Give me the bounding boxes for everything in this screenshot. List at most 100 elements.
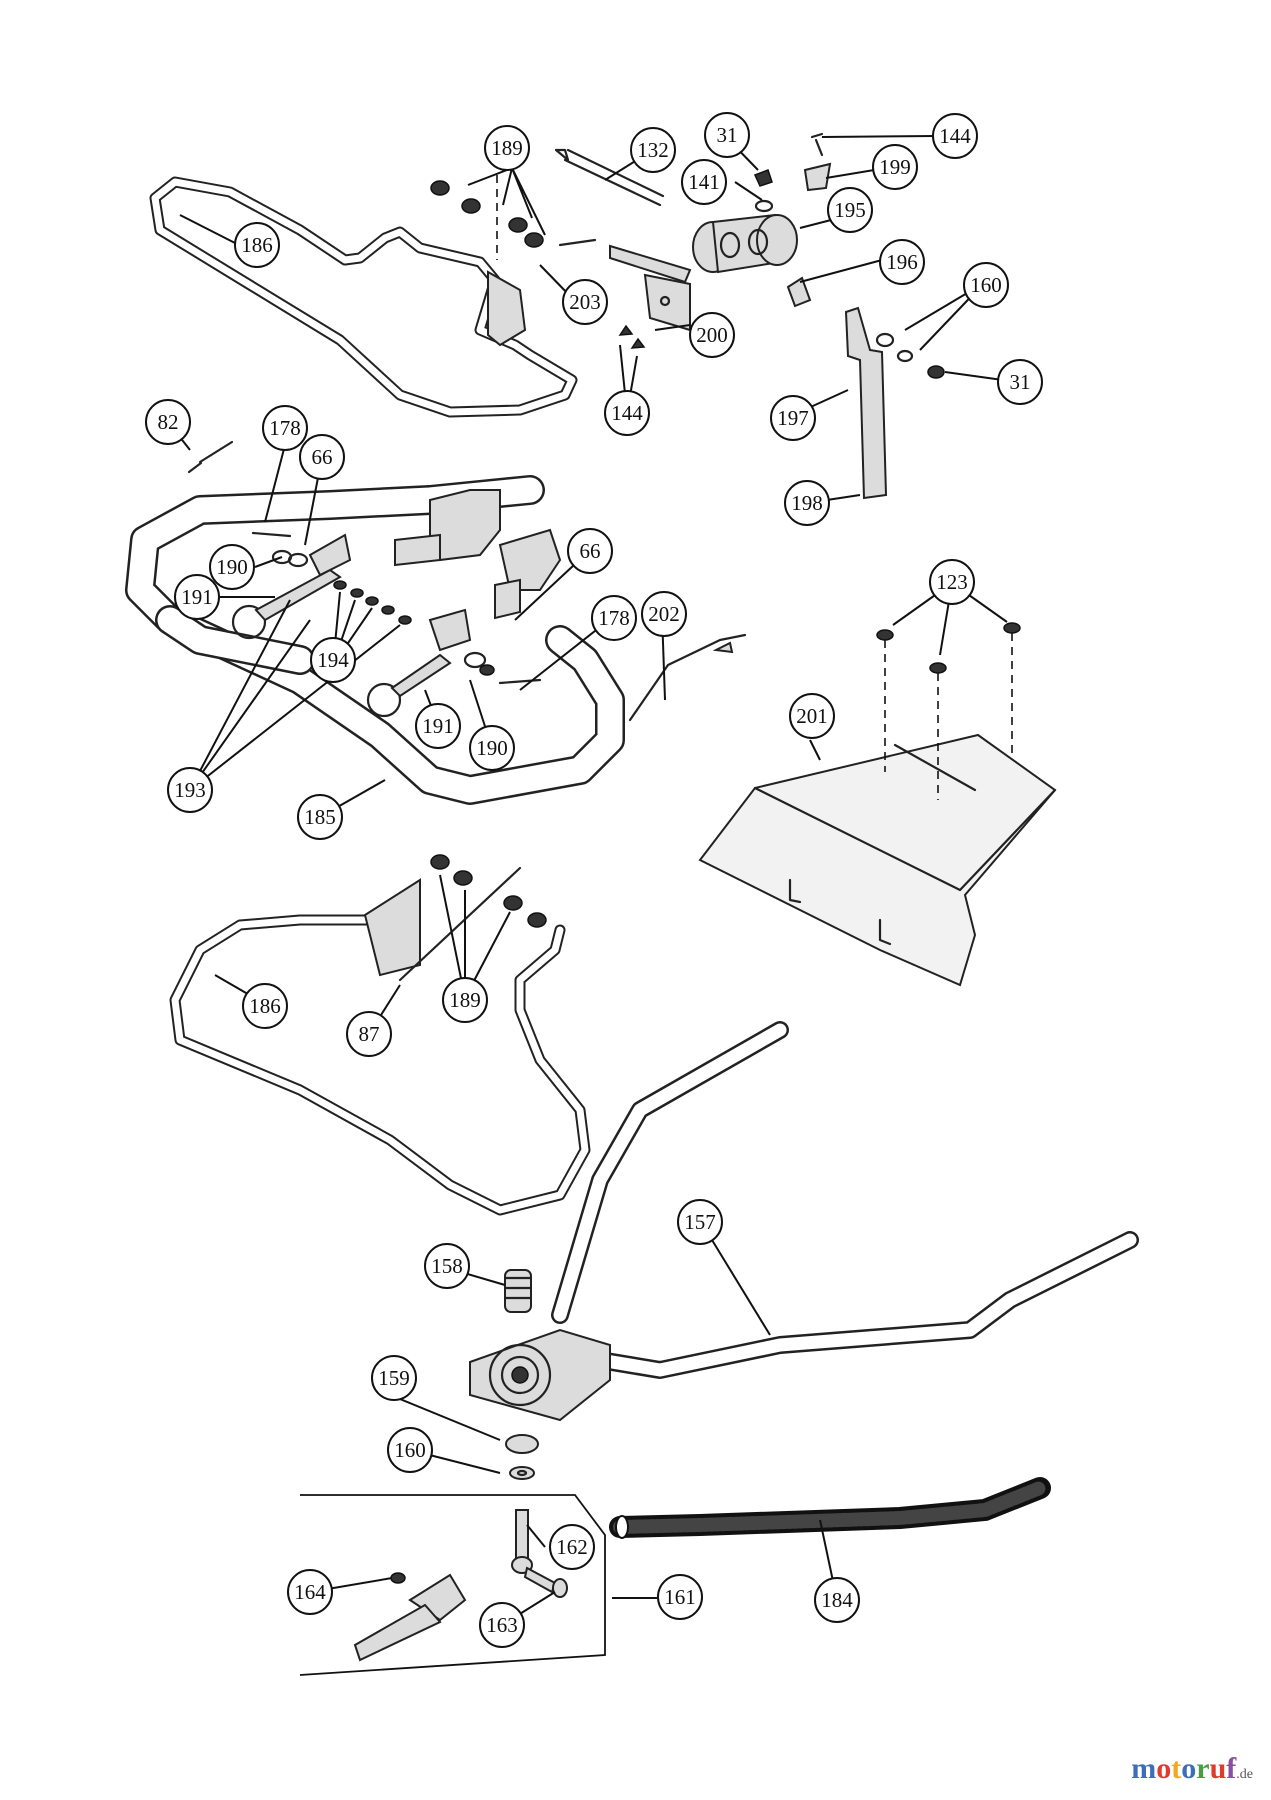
svg-text:191: 191 <box>422 714 454 738</box>
callout-186-bottom: 186 <box>242 983 288 1029</box>
svg-text:201: 201 <box>796 704 828 728</box>
svg-text:190: 190 <box>216 555 248 579</box>
svg-text:164: 164 <box>294 1580 326 1604</box>
callout-200: 200 <box>689 312 735 358</box>
svg-text:199: 199 <box>879 155 911 179</box>
belt-cover <box>698 733 1057 987</box>
callout-191-left: 191 <box>174 574 220 620</box>
svg-text:196: 196 <box>886 250 918 274</box>
callout-185: 185 <box>297 794 343 840</box>
svg-text:194: 194 <box>317 648 349 672</box>
callout-157: 157 <box>677 1199 723 1245</box>
svg-text:203: 203 <box>569 290 601 314</box>
callout-197: 197 <box>770 395 816 441</box>
callout-201: 201 <box>789 693 835 739</box>
svg-text:163: 163 <box>486 1613 518 1637</box>
svg-text:132: 132 <box>637 138 669 162</box>
callout-144-mid: 144 <box>604 390 650 436</box>
callout-132: 132 <box>630 127 676 173</box>
svg-text:160: 160 <box>970 273 1002 297</box>
callout-196: 196 <box>879 239 925 285</box>
callout-66-right: 66 <box>567 528 613 574</box>
watermark-suffix: .de <box>1236 1767 1253 1782</box>
watermark-letter: t <box>1171 1752 1182 1785</box>
callout-199: 199 <box>872 144 918 190</box>
svg-text:66: 66 <box>580 539 601 563</box>
callout-184: 184 <box>814 1577 860 1623</box>
main-handle-frame <box>125 475 625 805</box>
callout-195: 195 <box>827 187 873 233</box>
callout-163: 163 <box>479 1602 525 1648</box>
svg-text:82: 82 <box>158 410 179 434</box>
shift-lever <box>844 306 888 500</box>
svg-text:186: 186 <box>249 994 281 1018</box>
callout-202: 202 <box>641 591 687 637</box>
svg-text:31: 31 <box>1010 370 1031 394</box>
spring <box>503 1269 533 1313</box>
svg-text:161: 161 <box>664 1585 696 1609</box>
cover-screws <box>876 622 1021 800</box>
leader-lines <box>167 135 1011 1626</box>
svg-text:162: 162 <box>556 1535 588 1559</box>
svg-text:186: 186 <box>241 233 273 257</box>
callout-178-right: 178 <box>591 595 637 641</box>
svg-text:144: 144 <box>939 124 971 148</box>
svg-text:178: 178 <box>598 606 630 630</box>
callout-159: 159 <box>371 1355 417 1401</box>
callout-190-left: 190 <box>209 544 255 590</box>
svg-text:189: 189 <box>491 136 523 160</box>
callout-203: 203 <box>562 279 608 325</box>
svg-text:190: 190 <box>476 736 508 760</box>
svg-text:123: 123 <box>936 570 968 594</box>
svg-text:202: 202 <box>648 602 680 626</box>
svg-text:178: 178 <box>269 416 301 440</box>
watermark-text: motoruf <box>1131 1752 1236 1785</box>
svg-text:191: 191 <box>181 585 213 609</box>
watermark-letter: o <box>1156 1752 1172 1785</box>
svg-text:31: 31 <box>717 123 738 147</box>
callout-82: 82 <box>145 399 191 445</box>
watermark-letter: o <box>1181 1752 1197 1785</box>
handlebar-tube <box>469 1021 1139 1422</box>
svg-text:189: 189 <box>449 988 481 1012</box>
svg-text:195: 195 <box>834 198 866 222</box>
svg-text:200: 200 <box>696 323 728 347</box>
site-watermark: motoruf.de <box>1131 1752 1253 1786</box>
svg-text:185: 185 <box>304 805 336 829</box>
callout-66-left: 66 <box>299 434 345 480</box>
svg-text:159: 159 <box>378 1366 410 1390</box>
gear-housing <box>692 213 798 274</box>
callout-189-bottom: 189 <box>442 977 488 1023</box>
callout-31-top: 31 <box>704 112 750 158</box>
callout-158: 158 <box>424 1243 470 1289</box>
callout-161: 161 <box>657 1574 703 1620</box>
callout-178-left: 178 <box>262 405 308 451</box>
svg-text:157: 157 <box>684 1210 716 1234</box>
callout-141: 141 <box>681 159 727 205</box>
svg-text:158: 158 <box>431 1254 463 1278</box>
callout-186-top: 186 <box>234 222 280 268</box>
watermark-letter: f <box>1226 1752 1237 1785</box>
upper-loop-handle <box>149 176 578 418</box>
callout-144-top: 144 <box>932 113 978 159</box>
svg-text:87: 87 <box>359 1022 380 1046</box>
callout-193: 193 <box>167 767 213 813</box>
svg-text:198: 198 <box>791 491 823 515</box>
hose <box>609 1477 1051 1539</box>
washers <box>505 1434 539 1480</box>
callout-160-top: 160 <box>963 262 1009 308</box>
callout-162: 162 <box>549 1524 595 1570</box>
callout-123: 123 <box>929 559 975 605</box>
callout-194: 194 <box>310 637 356 683</box>
lower-loop-handle <box>169 854 591 1216</box>
callout-160-bottom: 160 <box>387 1427 433 1473</box>
lever-kit <box>299 1494 606 1676</box>
mounting-bracket <box>609 244 692 332</box>
callout-164: 164 <box>287 1569 333 1615</box>
watermark-letter: u <box>1209 1752 1227 1785</box>
callout-191-right: 191 <box>415 703 461 749</box>
callout-198: 198 <box>784 480 830 526</box>
callout-189-top: 189 <box>484 125 530 171</box>
watermark-letter: m <box>1131 1752 1157 1785</box>
